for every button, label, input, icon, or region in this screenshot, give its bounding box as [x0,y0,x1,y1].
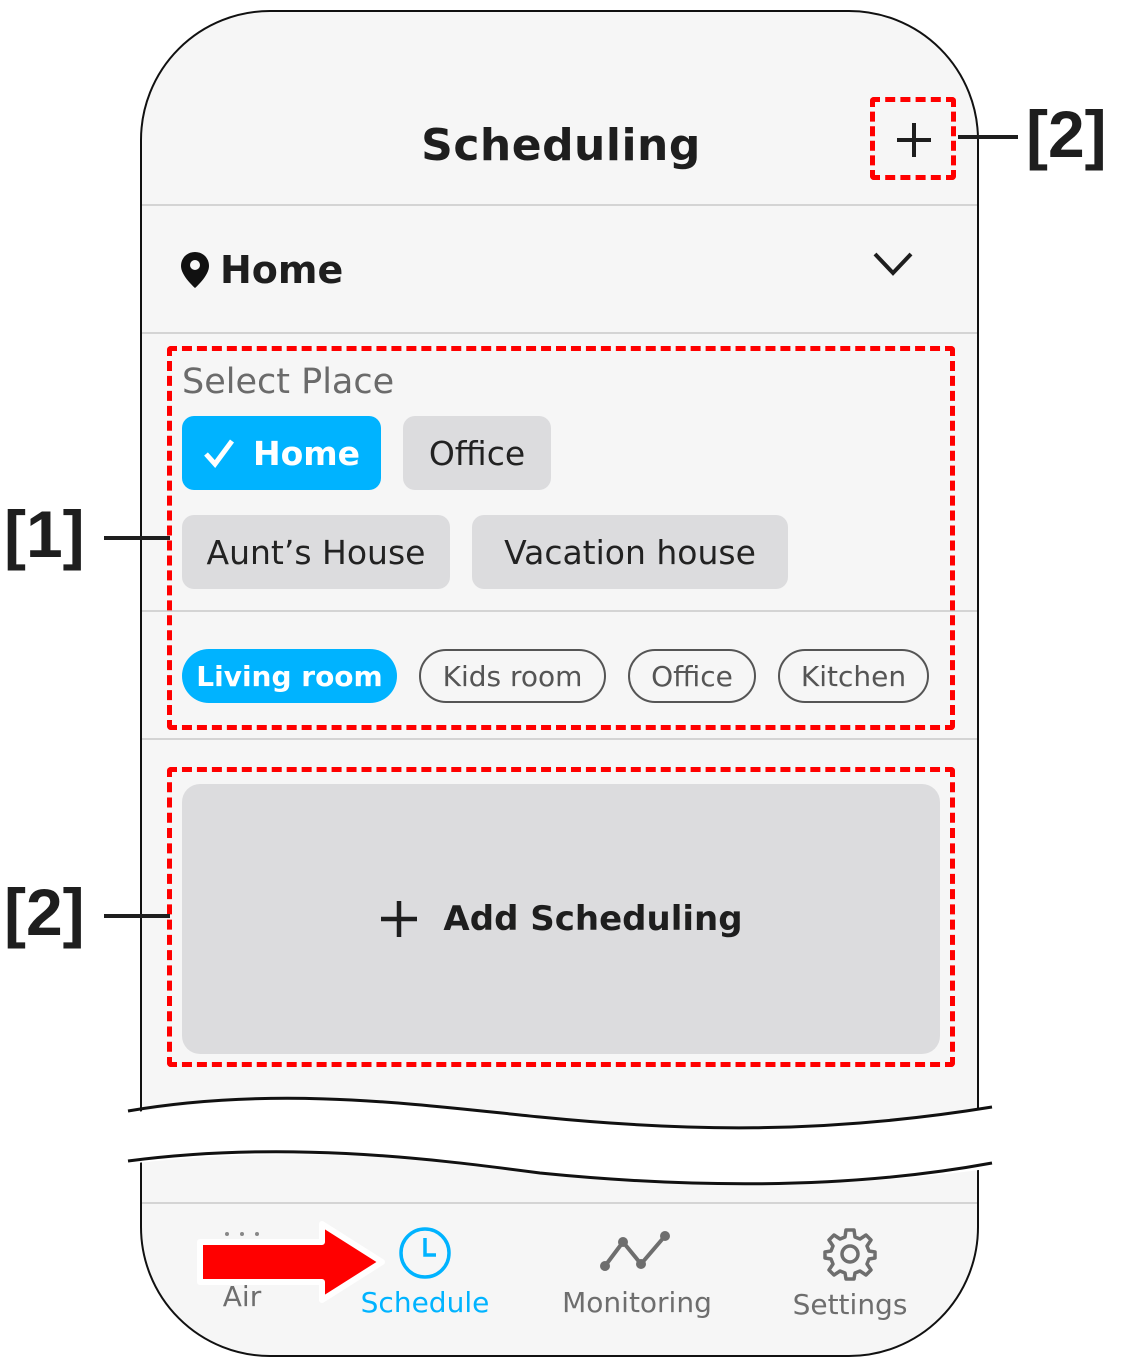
place-chip-office[interactable]: Office [403,416,551,490]
callout-leader [958,135,1018,139]
air-icon [225,1232,259,1236]
location-dropdown-toggle[interactable] [872,250,914,282]
plus-icon [897,123,931,157]
place-chip-vacation-house[interactable]: Vacation house [472,515,788,589]
line-chart-icon [600,1231,670,1271]
room-pill-kids-room[interactable]: Kids room [419,649,606,703]
page-title: Scheduling [421,120,701,171]
highlight-box-header-plus [870,97,956,180]
highlight-box-add-card [167,767,955,1067]
nav-item-schedule[interactable]: Schedule [352,1226,498,1319]
callout-leader [104,536,170,540]
divider [142,610,977,612]
add-scheduling-card[interactable]: Add Scheduling [182,784,940,1054]
room-pill-kitchen[interactable]: Kitchen [778,649,929,703]
location-selector[interactable]: Home [180,248,343,292]
map-pin-icon [181,252,209,288]
gear-icon [823,1228,877,1281]
callout-label-2: [2] [1026,97,1107,171]
add-schedule-header-button[interactable] [872,98,956,182]
add-scheduling-label: Add Scheduling [443,899,743,939]
divider [142,1202,977,1204]
divider [142,204,977,206]
callout-label-1: [1] [4,497,85,571]
nav-item-settings[interactable]: Settings [782,1226,918,1321]
callout-label-2: [2] [4,875,85,949]
divider [142,738,977,740]
place-chip-aunts-house[interactable]: Aunt’s House [182,515,450,589]
select-place-label: Select Place [182,362,395,402]
place-chip-home[interactable]: Home [182,416,381,490]
plus-icon [381,901,418,937]
nav-item-air[interactable]: Air [202,1226,282,1313]
chevron-down-icon [873,252,913,276]
clock-icon [399,1227,451,1279]
divider [142,332,977,334]
room-pill-living-room[interactable]: Living room [182,649,397,703]
pointer-arrow-icon [197,1221,385,1303]
callout-leader [104,914,170,918]
highlight-box-place-picker [167,346,955,730]
selected-location: Home [220,248,344,292]
nav-item-monitoring[interactable]: Monitoring [552,1226,722,1319]
check-icon [204,439,234,468]
content-break-wave [120,1096,1000,1186]
room-pill-office[interactable]: Office [628,649,756,703]
